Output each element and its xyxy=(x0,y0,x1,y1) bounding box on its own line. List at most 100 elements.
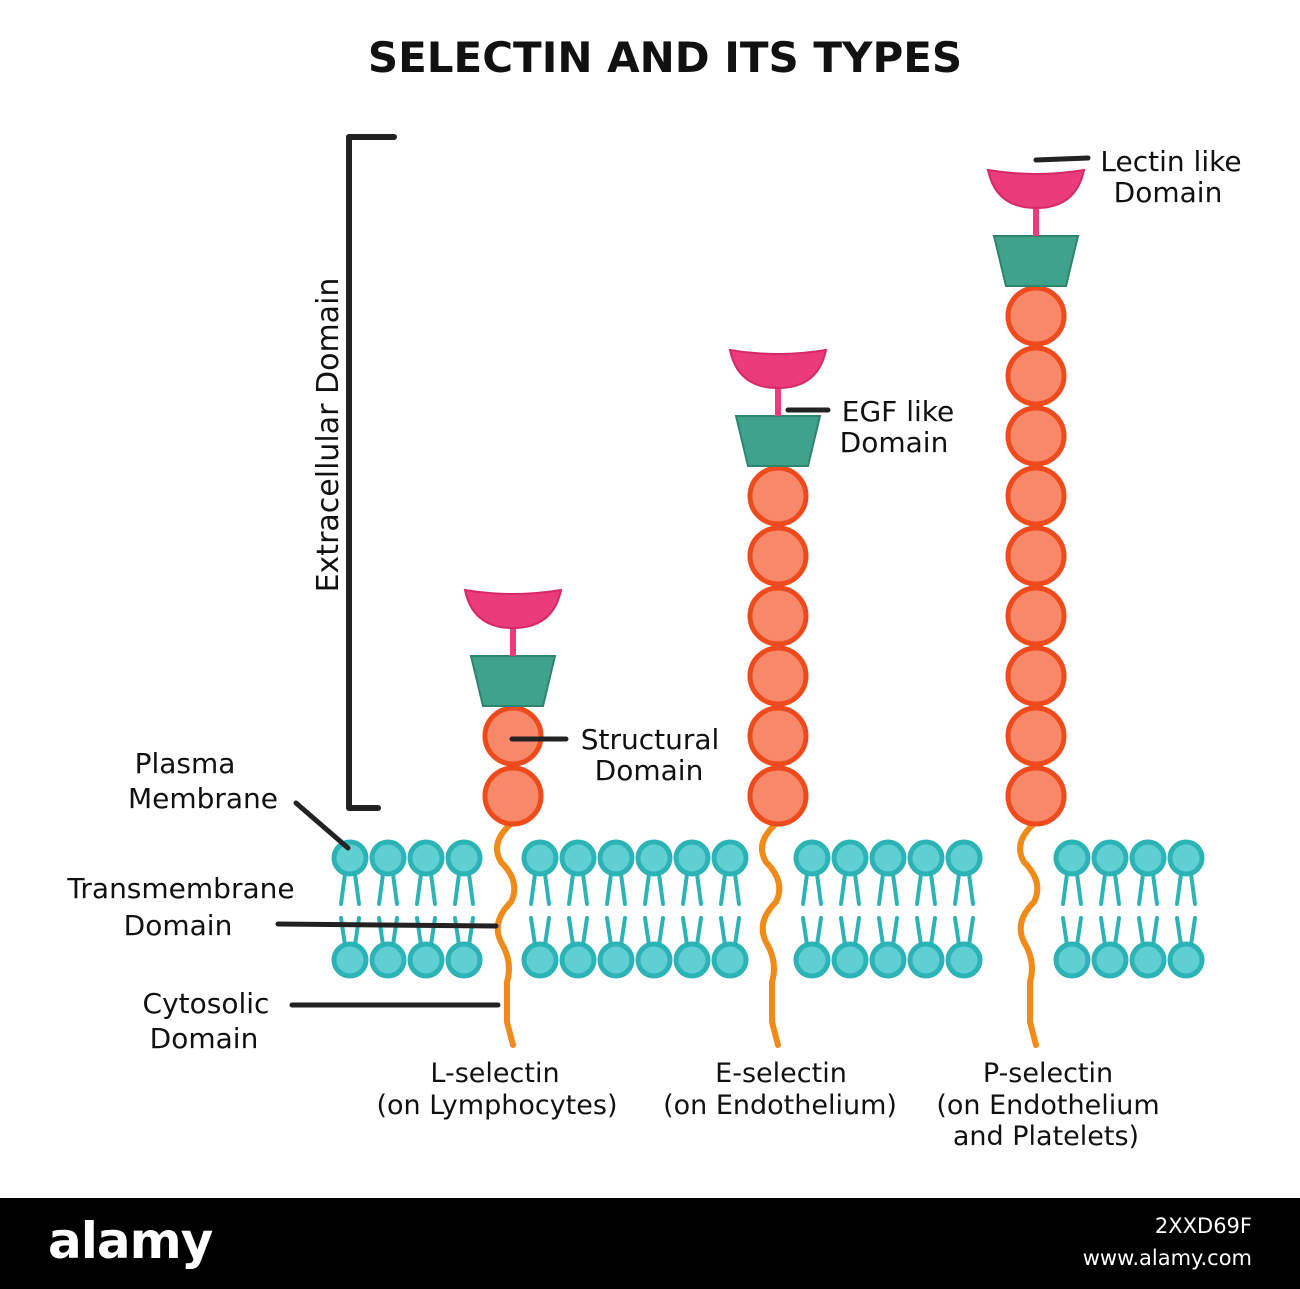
phospholipid-pair xyxy=(445,839,483,979)
phospholipid-pair xyxy=(1167,839,1205,979)
transmembrane-pointer xyxy=(275,921,499,929)
structural-domain-circle xyxy=(747,705,809,767)
structural-domain-circle xyxy=(1005,645,1067,707)
lectin-domain-cup xyxy=(986,168,1086,210)
phospholipid-tails-upper xyxy=(877,872,899,906)
phospholipid-head-upper xyxy=(1167,839,1205,877)
phospholipid-tails-upper xyxy=(377,872,399,906)
phospholipid-head-lower xyxy=(445,941,483,979)
phospholipid-tails-upper xyxy=(1061,872,1083,906)
phospholipid-pair xyxy=(1053,839,1091,979)
phospholipid-head-upper xyxy=(445,839,483,877)
egf-domain-trapezoid xyxy=(992,235,1080,287)
structural-domain-label-line2: Domain xyxy=(595,754,704,787)
phospholipid-tails-lower xyxy=(801,916,823,947)
plasma-membrane-label-line1: Plasma xyxy=(135,747,236,780)
phospholipid-head-lower xyxy=(869,941,907,979)
phospholipid-tails-upper xyxy=(605,872,627,906)
structural-domain-circle xyxy=(1005,345,1067,407)
site-url: www.alamy.com xyxy=(1082,1246,1252,1270)
lectin-domain-label-line2: Domain xyxy=(1114,176,1223,209)
phospholipid-head-lower xyxy=(945,941,983,979)
transmembrane-label-line1: Transmembrane xyxy=(66,872,294,905)
phospholipid-tails-upper xyxy=(1099,872,1121,906)
structural-domain-circle xyxy=(1005,705,1067,767)
phospholipid-head-upper xyxy=(1091,839,1129,877)
phospholipid-head-upper xyxy=(907,839,945,877)
phospholipid-head-upper xyxy=(559,839,597,877)
phospholipid-tails-upper xyxy=(339,872,361,906)
phospholipid-head-lower xyxy=(673,941,711,979)
structural-domain-label-line1: Structural xyxy=(581,723,720,756)
phospholipid-tails-upper xyxy=(719,872,741,906)
phospholipid-pair xyxy=(793,839,831,979)
phospholipid-tails-upper xyxy=(915,872,937,906)
phospholipid-pair xyxy=(673,839,711,979)
phospholipid-pair xyxy=(559,839,597,979)
phospholipid-tails-upper xyxy=(415,872,437,906)
phospholipid-head-lower xyxy=(521,941,559,979)
phospholipid-head-upper xyxy=(711,839,749,877)
page-title: SELECTIN AND ITS TYPES xyxy=(368,33,962,82)
cytosolic-tail xyxy=(1017,819,1041,1048)
phospholipid-tails-upper xyxy=(453,872,475,906)
structural-domain-circle xyxy=(1005,285,1067,347)
phospholipid-pair xyxy=(869,839,907,979)
p-selectin-location-line1: (on Endothelium xyxy=(936,1090,1159,1121)
phospholipid-tails-upper xyxy=(953,872,975,906)
cytosolic-label-line2: Domain xyxy=(150,1022,259,1055)
structural-domain-circle xyxy=(1005,525,1067,587)
phospholipid-tails-lower xyxy=(719,916,741,947)
phospholipid-head-upper xyxy=(793,839,831,877)
structural-domain-circle xyxy=(747,645,809,707)
phospholipid-head-lower xyxy=(369,941,407,979)
phospholipid-tails-upper xyxy=(567,872,589,906)
lectin-domain-label-line1: Lectin like xyxy=(1100,145,1241,178)
p-selectin-location-line2: and Platelets) xyxy=(953,1121,1139,1152)
phospholipid-pair xyxy=(635,839,673,979)
phospholipid-tails-lower xyxy=(681,916,703,947)
structural-domain-circle xyxy=(1005,585,1067,647)
phospholipid-pair xyxy=(521,839,559,979)
l-selectin-location: (on Lymphocytes) xyxy=(377,1090,618,1121)
phospholipid-pair xyxy=(407,839,445,979)
phospholipid-tails-lower xyxy=(567,916,589,947)
phospholipid-head-upper xyxy=(673,839,711,877)
phospholipid-pair xyxy=(331,839,369,979)
plasma-membrane xyxy=(331,839,1205,979)
structural-domain-circle xyxy=(1005,465,1067,527)
phospholipid-head-upper xyxy=(597,839,635,877)
phospholipid-tails-lower xyxy=(915,916,937,947)
phospholipid-pair xyxy=(711,839,749,979)
alamy-logo: alamy xyxy=(48,1212,213,1270)
phospholipid-pair xyxy=(831,839,869,979)
phospholipid-head-lower xyxy=(1129,941,1167,979)
lectin-domain-cup xyxy=(463,588,563,630)
cytosolic-label-line1: Cytosolic xyxy=(143,987,270,1020)
structural-domain-circle xyxy=(482,765,544,827)
selectin-diagram: SELECTIN AND ITS TYPES Extracellular Dom… xyxy=(66,33,1241,1152)
phospholipid-head-upper xyxy=(331,839,369,877)
extracellular-domain-label: Extracellular Domain xyxy=(311,278,346,593)
phospholipid-head-upper xyxy=(869,839,907,877)
phospholipid-pair xyxy=(1091,839,1129,979)
structural-domain-circle xyxy=(747,525,809,587)
image-id: 2XXD69F xyxy=(1154,1214,1252,1238)
phospholipid-tails-lower xyxy=(953,916,975,947)
e-selectin-name: E-selectin xyxy=(715,1058,847,1089)
phospholipid-head-lower xyxy=(1091,941,1129,979)
extracellular-bracket xyxy=(346,134,397,811)
phospholipid-pair xyxy=(907,839,945,979)
phospholipid-head-lower xyxy=(831,941,869,979)
p-selectin-name: P-selectin xyxy=(983,1058,1113,1089)
phospholipid-head-lower xyxy=(1053,941,1091,979)
cytosolic-tail xyxy=(494,819,518,1048)
phospholipid-pair xyxy=(369,839,407,979)
phospholipid-tails-lower xyxy=(1175,916,1197,947)
phospholipid-head-lower xyxy=(559,941,597,979)
phospholipid-tails-upper xyxy=(1137,872,1159,906)
lectin-domain-cup xyxy=(728,348,828,390)
l-selectin-molecule xyxy=(463,588,563,1048)
watermark-footer: alamy 2XXD69F www.alamy.com xyxy=(0,1198,1300,1289)
transmembrane-label-line2: Domain xyxy=(124,909,233,942)
